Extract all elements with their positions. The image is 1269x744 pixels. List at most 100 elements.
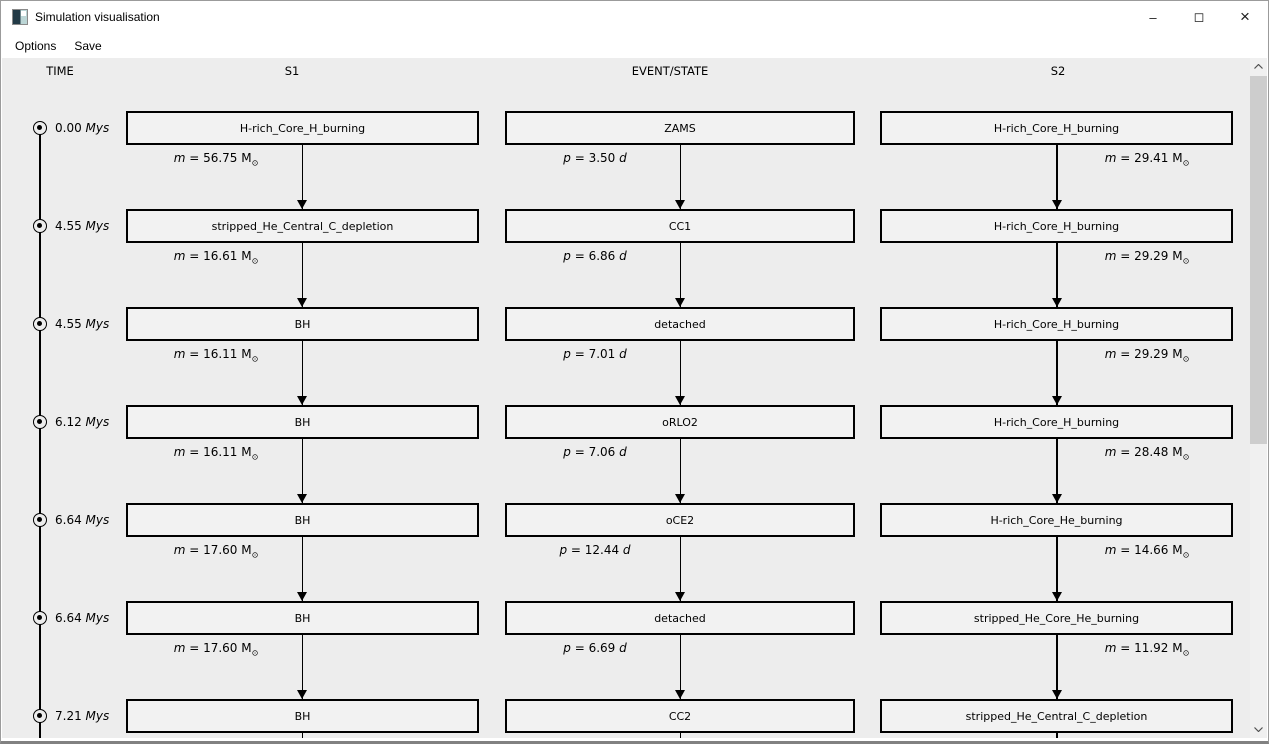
s2-state-box: H-rich_Core_H_burning — [880, 405, 1233, 439]
timeline-axis — [39, 128, 41, 738]
s1-mass-label: m = 16.61 M⊙ — [173, 249, 259, 266]
s1-state-box: H-rich_Core_H_burning — [126, 111, 479, 145]
s2-connector-line — [1056, 537, 1058, 601]
s1-state-box: BH — [126, 307, 479, 341]
minimize-button[interactable]: – — [1149, 9, 1157, 25]
time-label: 0.00 Mys — [55, 121, 110, 135]
scrollbar-down-icon[interactable] — [1250, 721, 1267, 738]
event-arrowhead-icon — [675, 494, 685, 503]
event-state-box: detached — [505, 601, 855, 635]
s2-state-box: H-rich_Core_H_burning — [880, 111, 1233, 145]
time-label: 4.55 Mys — [55, 317, 110, 331]
s1-connector-line — [301, 145, 303, 209]
timeline-marker-icon — [33, 121, 47, 135]
s1-connector-line — [301, 537, 303, 601]
column-header-time: TIME — [46, 64, 74, 78]
event-state-box: detached — [505, 307, 855, 341]
event-period-label: p = 12.44 d — [559, 543, 631, 557]
s2-mass-label: m = 29.29 M⊙ — [1104, 249, 1190, 266]
event-period-label: p = 7.06 d — [563, 445, 627, 459]
timeline-marker-icon — [33, 415, 47, 429]
s1-arrowhead-icon — [297, 592, 307, 601]
time-label: 7.21 Mys — [55, 709, 110, 723]
s2-connector-line — [1056, 733, 1058, 738]
column-header-event: EVENT/STATE — [631, 64, 709, 78]
event-state-box: oCE2 — [505, 503, 855, 537]
menu-bar: Options Save — [1, 33, 1268, 58]
event-connector-line — [679, 733, 681, 738]
s1-state-box: BH — [126, 405, 479, 439]
s1-connector-line — [301, 341, 303, 405]
s1-mass-label: m = 17.60 M⊙ — [173, 543, 259, 560]
s1-state-box: BH — [126, 601, 479, 635]
menu-item-save[interactable]: Save — [74, 38, 102, 53]
event-period-label: p = 7.01 d — [563, 347, 627, 361]
s2-state-box: stripped_He_Central_C_depletion — [880, 699, 1233, 733]
event-arrowhead-icon — [675, 200, 685, 209]
close-button[interactable]: × — [1240, 7, 1250, 26]
s1-state-box: BH — [126, 699, 479, 733]
time-label: 6.64 Mys — [55, 513, 110, 527]
timeline-marker-icon — [33, 709, 47, 723]
app-icon — [12, 9, 28, 25]
timeline-marker-icon — [33, 611, 47, 625]
s2-arrowhead-icon — [1051, 298, 1062, 307]
s2-mass-label: m = 29.41 M⊙ — [1104, 151, 1190, 168]
column-header-s2: S2 — [1050, 64, 1066, 78]
diagram-canvas: TIME S1 EVENT/STATE S2 0.00 Mys H-rich_C… — [2, 58, 1250, 738]
event-period-label: p = 6.69 d — [563, 641, 627, 655]
event-arrowhead-icon — [675, 690, 685, 699]
s2-mass-label: m = 11.92 M⊙ — [1104, 641, 1190, 658]
s1-arrowhead-icon — [297, 690, 307, 699]
s2-arrowhead-icon — [1051, 396, 1062, 405]
window-title: Simulation visualisation — [35, 10, 160, 24]
scrollbar-thumb[interactable] — [1250, 76, 1267, 444]
event-connector-line — [679, 439, 681, 503]
s2-state-box: stripped_He_Core_He_burning — [880, 601, 1233, 635]
s2-connector-line — [1056, 439, 1058, 503]
s2-connector-line — [1056, 341, 1058, 405]
s1-connector-line — [301, 439, 303, 503]
s1-state-box: BH — [126, 503, 479, 537]
s1-mass-label: m = 16.11 M⊙ — [173, 347, 259, 364]
s1-connector-line — [301, 635, 303, 699]
s2-connector-line — [1056, 145, 1058, 209]
event-connector-line — [679, 145, 681, 209]
timeline-marker-icon — [33, 219, 47, 233]
s2-connector-line — [1056, 243, 1058, 307]
s2-arrowhead-icon — [1051, 494, 1062, 503]
event-state-box: oRLO2 — [505, 405, 855, 439]
s2-mass-label: m = 14.66 M⊙ — [1104, 543, 1190, 560]
s2-arrowhead-icon — [1051, 592, 1062, 601]
event-state-box: CC2 — [505, 699, 855, 733]
s2-mass-label: m = 29.29 M⊙ — [1104, 347, 1190, 364]
menu-item-options[interactable]: Options — [15, 38, 57, 53]
event-arrowhead-icon — [675, 396, 685, 405]
s1-mass-label: m = 56.75 M⊙ — [173, 151, 259, 168]
event-state-box: ZAMS — [505, 111, 855, 145]
s1-arrowhead-icon — [297, 200, 307, 209]
s1-arrowhead-icon — [297, 298, 307, 307]
vertical-scrollbar[interactable] — [1250, 58, 1267, 738]
event-connector-line — [679, 341, 681, 405]
s1-arrowhead-icon — [297, 396, 307, 405]
time-label: 6.12 Mys — [55, 415, 110, 429]
scrollbar-up-icon[interactable] — [1250, 58, 1267, 75]
time-label: 4.55 Mys — [55, 219, 110, 233]
s2-arrowhead-icon — [1051, 200, 1062, 209]
s1-state-box: stripped_He_Central_C_depletion — [126, 209, 479, 243]
s1-arrowhead-icon — [297, 494, 307, 503]
event-arrowhead-icon — [675, 298, 685, 307]
event-period-label: p = 6.86 d — [563, 249, 627, 263]
maximize-button[interactable]: ◻ — [1193, 9, 1205, 24]
s1-connector-line — [301, 243, 303, 307]
title-bar: Simulation visualisation – ◻ × — [1, 1, 1268, 33]
s2-state-box: H-rich_Core_He_burning — [880, 503, 1233, 537]
time-label: 6.64 Mys — [55, 611, 110, 625]
event-connector-line — [679, 537, 681, 601]
timeline-marker-icon — [33, 317, 47, 331]
event-arrowhead-icon — [675, 592, 685, 601]
s2-connector-line — [1056, 635, 1058, 699]
event-connector-line — [679, 243, 681, 307]
